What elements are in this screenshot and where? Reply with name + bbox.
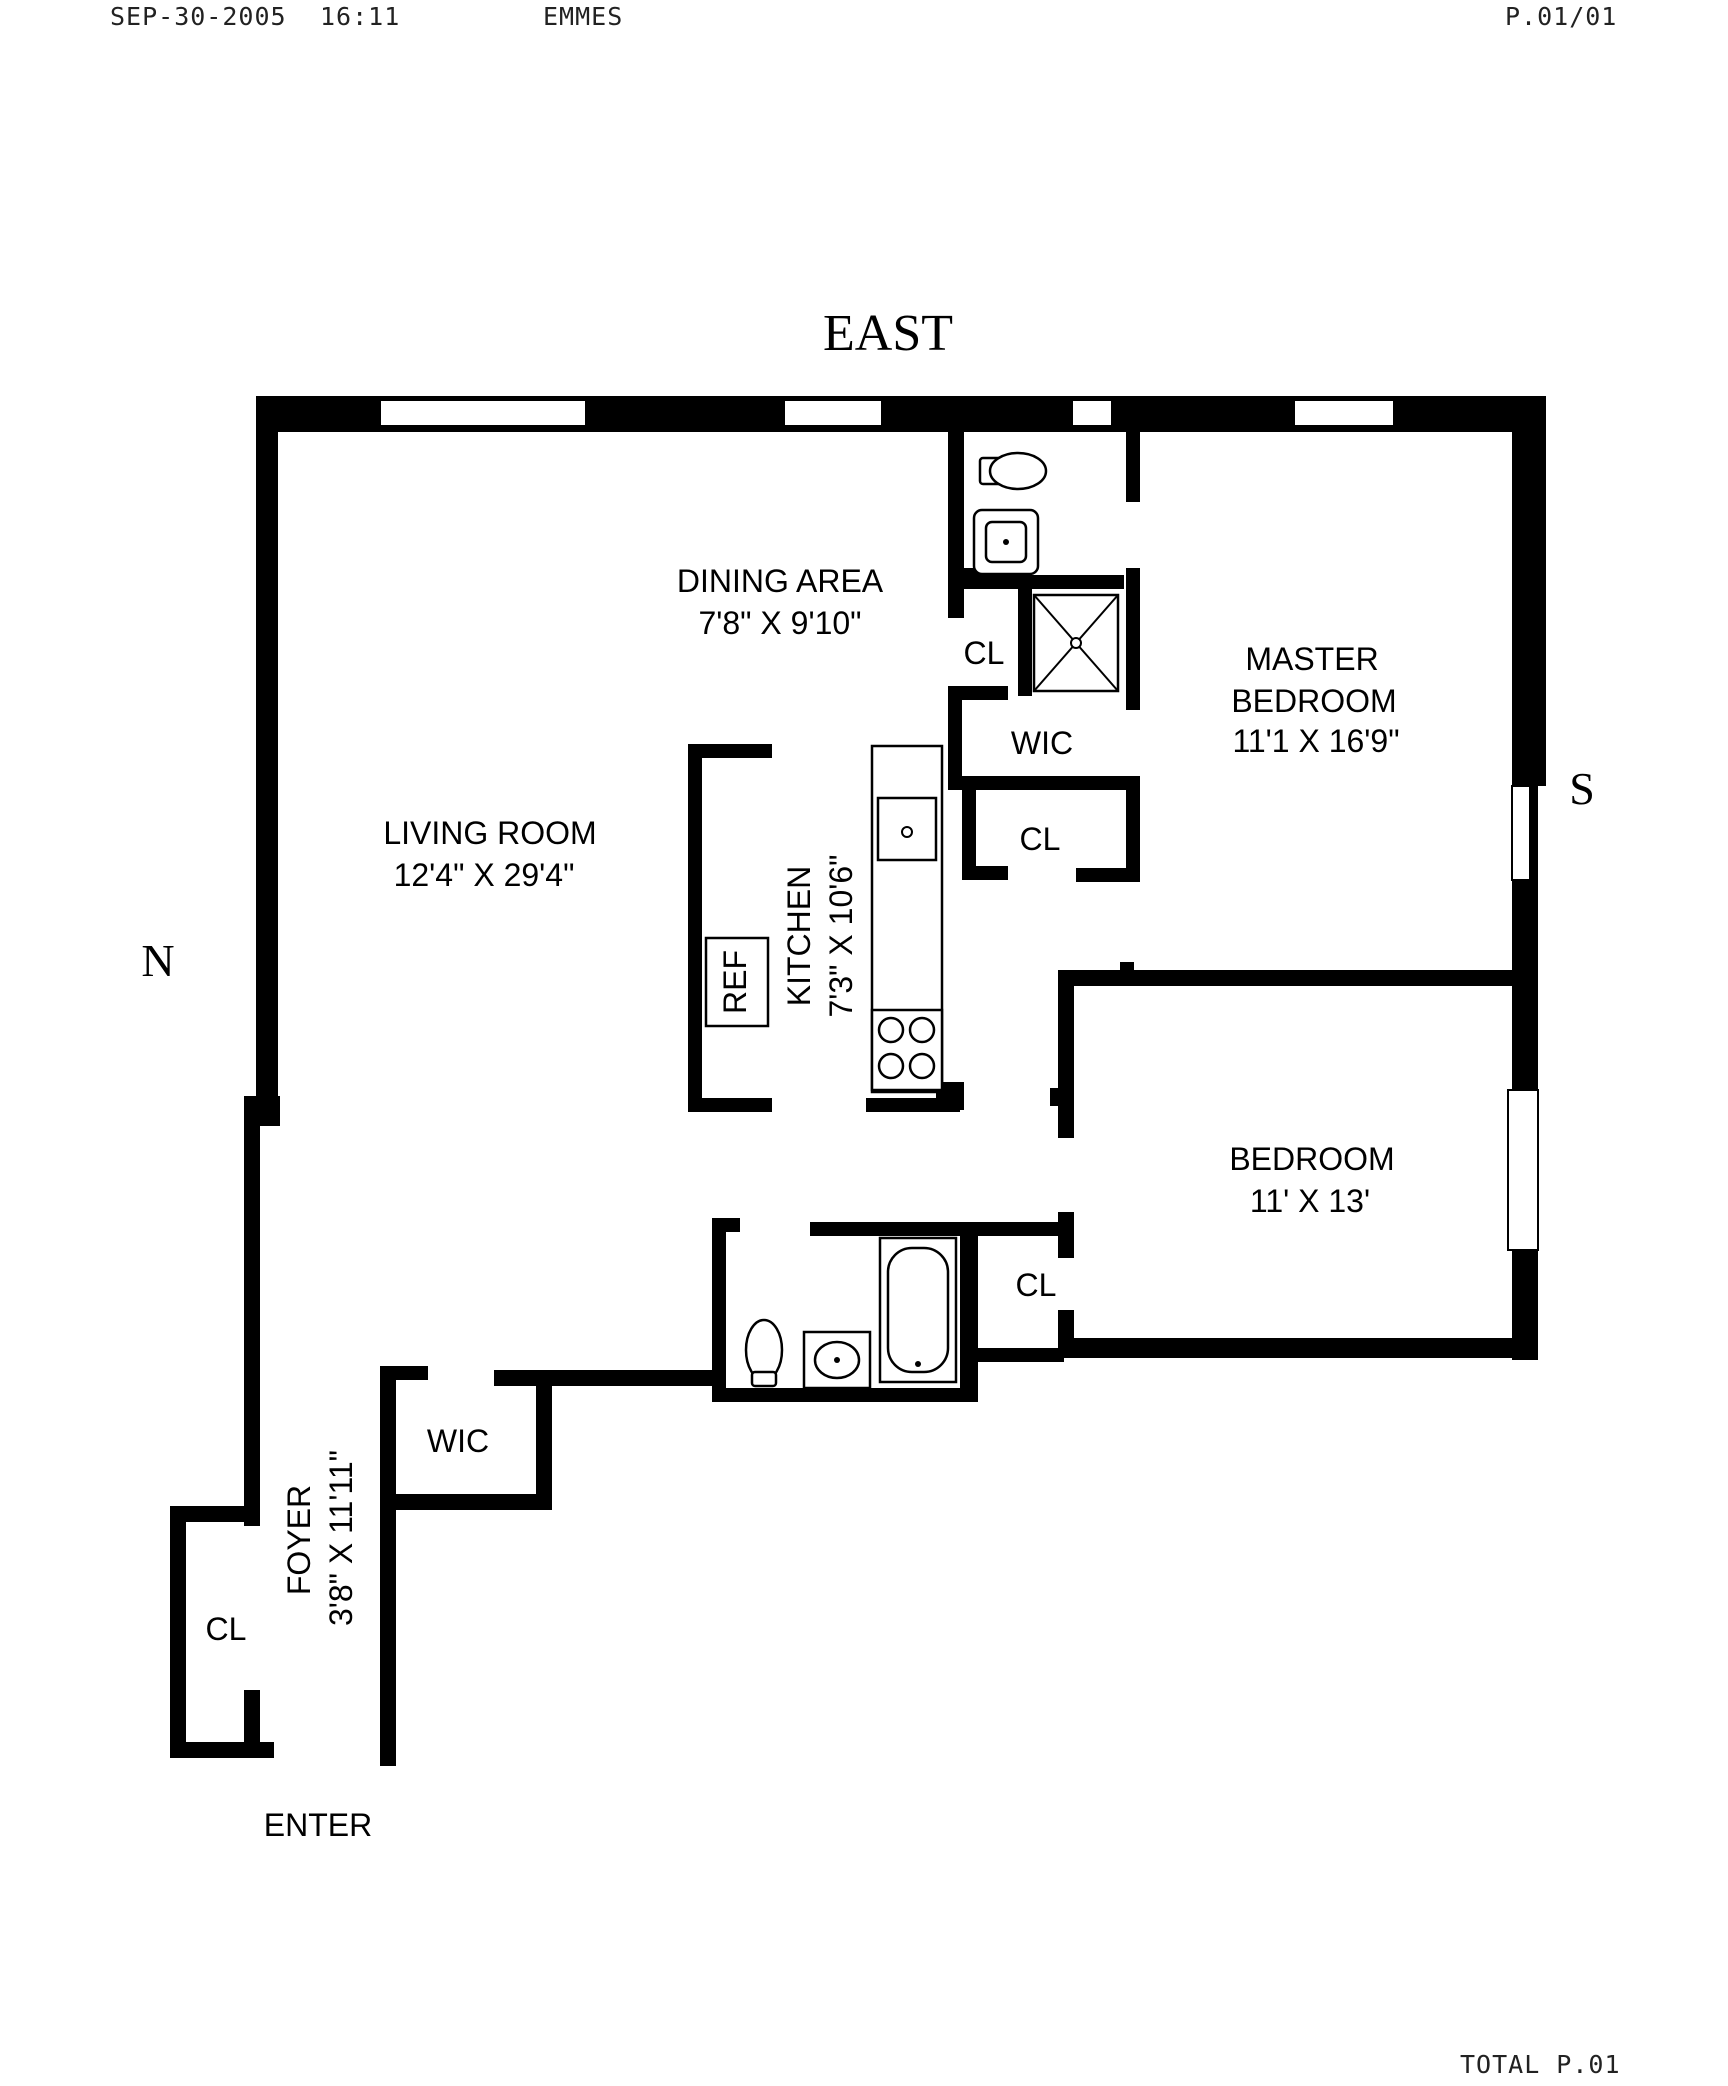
master-bedroom-name-2: BEDROOM bbox=[1231, 683, 1396, 719]
foyer-name: FOYER bbox=[281, 1485, 317, 1595]
living-room-size: 12'4" X 29'4" bbox=[394, 857, 575, 893]
master-bedroom-name-1: MASTER bbox=[1245, 641, 1378, 677]
dining-closet-label: CL bbox=[964, 635, 1005, 671]
dining-area-name: DINING AREA bbox=[677, 563, 884, 599]
fax-date: SEP-30-2005 bbox=[110, 2, 287, 31]
kitchen-walls bbox=[688, 744, 964, 1112]
south-windows bbox=[1507, 785, 1539, 1251]
fax-total-pages: TOTAL P.01 bbox=[1460, 2050, 1621, 2079]
foyer-closet-label: CL bbox=[206, 1611, 247, 1647]
foyer-size: 3'8" X 11'11" bbox=[323, 1450, 359, 1626]
compass-south: S bbox=[1569, 763, 1595, 814]
foyer-wic-label: WIC bbox=[427, 1423, 489, 1459]
master-bath-walls bbox=[948, 428, 1140, 882]
bedroom-walls bbox=[1050, 962, 1538, 1358]
master-wic-label: WIC bbox=[1011, 725, 1073, 761]
hall-toilet-icon bbox=[744, 1318, 784, 1388]
fax-time: 16:11 bbox=[320, 2, 401, 31]
east-windows bbox=[379, 399, 1395, 427]
master-sink-icon bbox=[972, 508, 1040, 576]
foyer-closet-walls bbox=[170, 1506, 274, 1758]
compass-east: EAST bbox=[823, 305, 953, 362]
master-bedroom-size: 11'1 X 16'9" bbox=[1232, 723, 1399, 759]
fax-page-number: P.01/01 bbox=[1505, 2, 1618, 31]
refrigerator-icon bbox=[704, 936, 770, 1028]
foyer-walls bbox=[380, 1366, 720, 1766]
kitchen-name: KITCHEN bbox=[781, 866, 817, 1006]
bedroom-size: 11' X 13' bbox=[1250, 1183, 1370, 1219]
dining-area-size: 7'8" X 9'10" bbox=[698, 605, 861, 641]
compass-north: N bbox=[141, 935, 174, 986]
bedroom-name: BEDROOM bbox=[1229, 1141, 1394, 1177]
shower-stall-icon bbox=[1032, 593, 1120, 693]
refrigerator-label: REF bbox=[717, 950, 753, 1014]
hall-sink-icon bbox=[802, 1330, 872, 1390]
master-closet-label: CL bbox=[1020, 821, 1061, 857]
bathtub-icon bbox=[878, 1236, 958, 1384]
kitchen-sink-icon bbox=[876, 796, 938, 862]
master-toilet-icon bbox=[978, 451, 1048, 491]
fax-sender: EMMES bbox=[543, 2, 624, 31]
living-room-name: LIVING ROOM bbox=[383, 815, 596, 851]
hall-bath-walls bbox=[712, 1218, 1066, 1402]
enter-label: ENTER bbox=[264, 1807, 372, 1843]
stove-icon bbox=[870, 1008, 944, 1092]
bedroom-closet-label: CL bbox=[1016, 1267, 1057, 1303]
kitchen-size: 7'3" X 10'6" bbox=[823, 854, 859, 1017]
